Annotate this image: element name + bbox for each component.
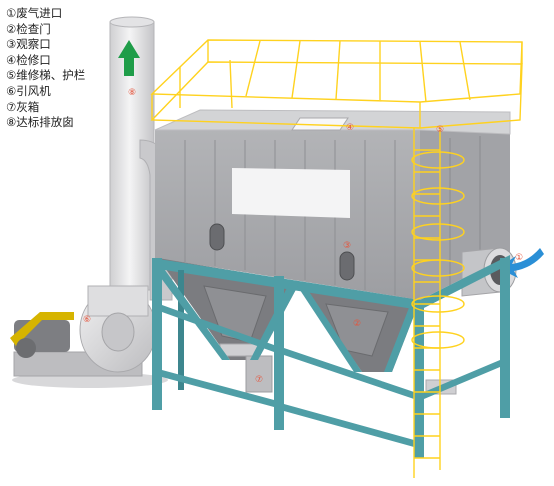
maintenance-ladder-railing <box>150 39 523 478</box>
fan <box>10 285 168 388</box>
legend-item-observation-port: ③观察口 <box>6 37 51 52</box>
legend-item-inlet: ①废气进口 <box>6 6 63 20</box>
legend-item-ash-box: ⑦灰箱 <box>6 99 40 114</box>
legend-item-fan: ⑥引风机 <box>6 83 51 98</box>
exhaust-arrow-icon <box>118 40 140 76</box>
marker-4-maintenance-hatch: ④ <box>346 123 354 133</box>
legend-item-ladder-railing: ⑤维修梯、护栏 <box>6 68 86 83</box>
marker-5-ladder-railing: ⑤ <box>436 125 444 135</box>
marker-1-inlet: ① <box>515 253 523 263</box>
legend-item-maintenance-hatch: ④检修口 <box>6 52 51 67</box>
observation-window-left <box>209 223 225 251</box>
marker-6-fan: ⑥ <box>83 315 91 325</box>
marker-3-observation-port: ③ <box>343 241 351 251</box>
observation-window-right <box>339 251 355 281</box>
marker-2-inspection-door: ② <box>353 319 361 329</box>
marker-8-chimney: ⑧ <box>128 88 136 98</box>
support-frame <box>152 255 510 458</box>
marker-7-ash-box: ⑦ <box>255 375 263 385</box>
legend-item-chimney: ⑧达标排放囱 <box>6 115 74 130</box>
legend: ①废气进口 ②检查门 ③观察口 ④检修口 ⑤维修梯、护栏 ⑥引风机 ⑦灰箱 ⑧达… <box>6 6 85 131</box>
legend-item-inspection-door: ②检查门 <box>6 21 51 36</box>
